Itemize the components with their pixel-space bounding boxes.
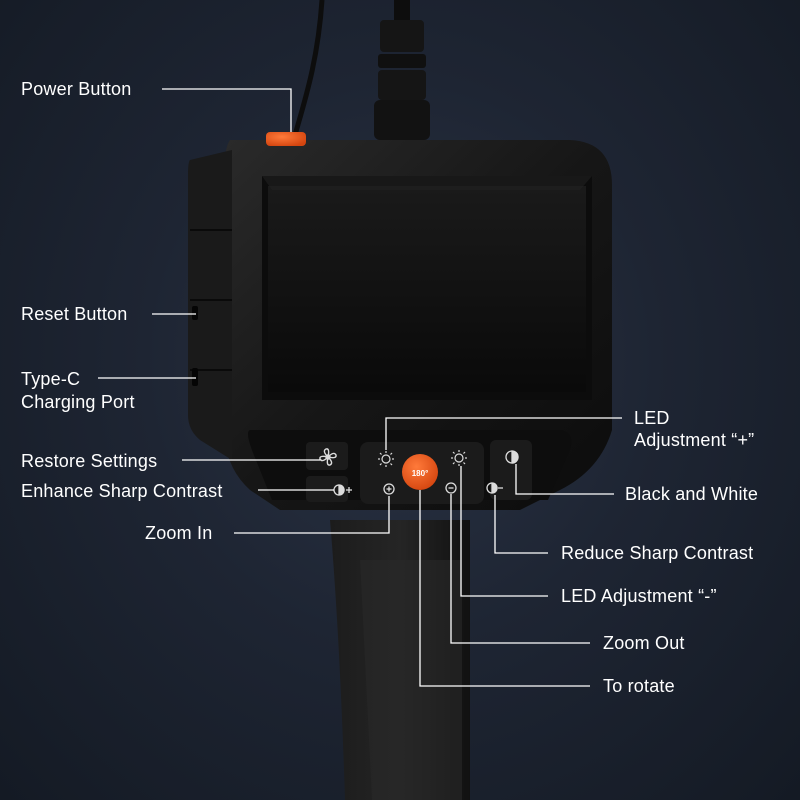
label-to-rotate: To rotate (603, 676, 675, 696)
reset-port (192, 306, 198, 320)
side-grip-left (188, 150, 232, 460)
label-black-and-white: Black and White (625, 484, 759, 504)
rotate-button-text: 180° (412, 469, 429, 478)
leader-rotate (419, 490, 590, 687)
handle-grip (360, 560, 462, 800)
sun-plus-icon (378, 451, 394, 467)
leader-lines (98, 88, 622, 687)
label-power-button: Power Button (21, 79, 132, 99)
fan-reset-icon (319, 448, 337, 466)
sun-minus-icon (451, 450, 467, 466)
label-zoom-in: Zoom In (145, 523, 213, 543)
leader-power (162, 88, 292, 132)
label-led-plus-line2: Adjustment “+” (634, 430, 755, 450)
label-led-adjustment-minus: LED Adjustment “-” (561, 586, 717, 606)
leader-black-white (515, 464, 614, 495)
label-led-plus-line1: LED (634, 408, 670, 428)
label-type-c-line1: Type-C (21, 369, 81, 389)
leader-led-plus (385, 417, 622, 450)
leader-zoom-in (234, 496, 390, 534)
zoom-in-icon (383, 483, 395, 495)
strain-relief (374, 20, 430, 140)
leader-led-minus (460, 466, 548, 597)
label-reset-button: Reset Button (21, 304, 128, 324)
leader-zoom-out (450, 494, 590, 644)
type-c-port (192, 368, 198, 386)
contrast-minus-icon (486, 482, 503, 494)
label-type-c-line2: Charging Port (21, 392, 135, 412)
screen (268, 186, 586, 392)
label-enhance-sharp-contrast: Enhance Sharp Contrast (21, 481, 223, 501)
power-button-shape (266, 132, 306, 146)
leader-reduce (494, 495, 548, 554)
label-restore-settings: Restore Settings (21, 451, 158, 471)
cable (292, 0, 325, 136)
label-reduce-sharp-contrast: Reduce Sharp Contrast (561, 543, 754, 563)
half-circle-icon (505, 450, 519, 464)
label-zoom-out: Zoom Out (603, 633, 685, 653)
cable-top (394, 0, 410, 20)
rotate-button-shape (402, 454, 438, 490)
zoom-out-icon (445, 482, 457, 494)
